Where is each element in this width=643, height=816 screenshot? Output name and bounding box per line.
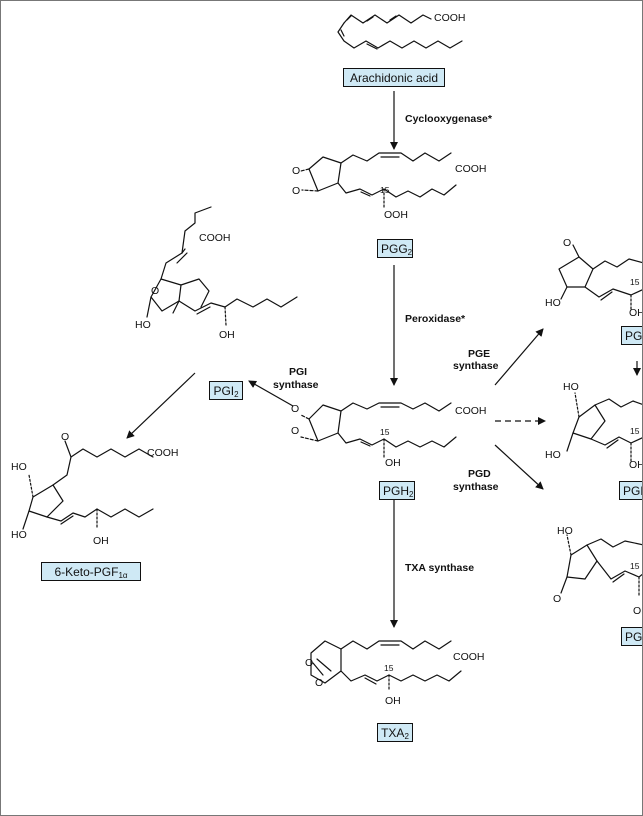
- peroxidase-label: Peroxidase*: [405, 313, 466, 325]
- pge-structure: [558, 244, 642, 312]
- keto-cooh: COOH: [147, 447, 179, 459]
- pgg2-ooh: OOH: [384, 209, 408, 221]
- pgi2-cooh: COOH: [199, 232, 231, 244]
- keto-pgf-box: 6-Keto-PGF1α: [41, 562, 141, 581]
- pgd-synthase-arrow: [494, 444, 544, 490]
- keto-pgf-structure: [22, 440, 154, 530]
- pgd-synthase-label-1: PGD: [468, 468, 491, 480]
- txa2-c15: 15: [384, 663, 394, 673]
- txa-synthase-label: TXA synthase: [405, 562, 475, 574]
- pgd-box: PGI: [621, 627, 642, 646]
- keto-o: O: [61, 431, 70, 443]
- pge-synthase-label-2: synthase: [453, 360, 499, 372]
- pgd-ho: HO: [557, 525, 573, 537]
- keto-ho-top: HO: [11, 461, 27, 473]
- pgg2-structure: [300, 152, 457, 208]
- arachidonic-acid-box: Arachidonic acid: [343, 68, 445, 87]
- pgd-synthase-label-2: synthase: [453, 481, 499, 493]
- reaction-arrows: [126, 91, 641, 628]
- pgf-ho-top: HO: [563, 381, 579, 393]
- pgd-c15: 15: [630, 561, 640, 571]
- pgh2-o-bottom: O: [291, 425, 300, 437]
- pgi2-structure: [146, 206, 298, 326]
- pgi-synthase-label-2: synthase: [273, 379, 319, 391]
- hydrolysis-arrow: [126, 372, 196, 439]
- pge-o: O: [563, 237, 572, 249]
- pge-synthase-label-1: PGE: [468, 348, 491, 360]
- pgg2-cooh: COOH: [455, 163, 487, 175]
- pgd-structure: [560, 534, 642, 596]
- pgh2-c15: 15: [380, 427, 390, 437]
- cyclooxygenase-label: Cyclooxygenase*: [405, 113, 492, 125]
- txa2-oh: OH: [385, 695, 401, 707]
- pge-oh: OH: [629, 307, 642, 319]
- pgi-synthase-label-1: PGI: [289, 366, 308, 378]
- pgf-c15: 15: [630, 426, 640, 436]
- pgg2-o-bottom: O: [292, 185, 301, 197]
- pgf-structure: [566, 392, 642, 462]
- keto-ho-bottom: HO: [11, 529, 27, 541]
- pgf-oh: OH: [629, 459, 642, 471]
- pge-ho: HO: [545, 297, 561, 309]
- txa2-cooh: COOH: [453, 651, 485, 663]
- pgg2-c15: 15: [380, 185, 390, 195]
- pgi2-o: O: [151, 285, 160, 297]
- pgh2-cooh: COOH: [455, 405, 487, 417]
- pgh2-structure: [300, 402, 457, 458]
- pgf-ho-bottom: HO: [545, 449, 561, 461]
- pge-box: PG: [621, 326, 642, 345]
- pgi2-oh: OH: [219, 329, 235, 341]
- pgh2-o-top: O: [291, 403, 300, 415]
- txa2-o-upper: O: [305, 657, 314, 669]
- txa2-box: TXA2: [377, 723, 413, 742]
- pge-synthase-arrow: [494, 328, 544, 386]
- txa2-o-lower: O: [315, 677, 324, 689]
- pgd-oh: OH: [633, 605, 642, 617]
- pgg2-box: PGG2: [377, 239, 413, 258]
- pgf-box: PGF: [619, 481, 642, 500]
- pgi2-box: PGI2: [209, 381, 243, 400]
- pgh2-box: PGH2: [379, 481, 415, 500]
- pgh2-oh: OH: [385, 457, 401, 469]
- pgi-synthase-arrow: [248, 380, 294, 407]
- pgi2-ho: HO: [135, 319, 151, 331]
- pge-c15: 15: [630, 277, 640, 287]
- txa2-structure: [310, 640, 462, 692]
- pgg2-o-top: O: [292, 165, 301, 177]
- arachidonic-acid-structure: [337, 14, 463, 50]
- keto-oh: OH: [93, 535, 109, 547]
- pgd-o: O: [553, 593, 562, 605]
- arachidonic-cooh: COOH: [434, 12, 466, 24]
